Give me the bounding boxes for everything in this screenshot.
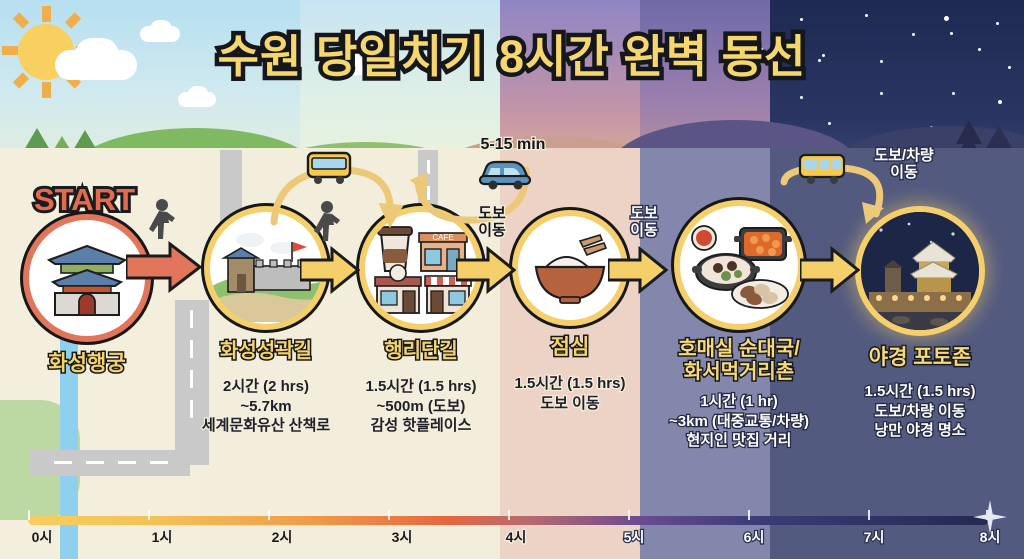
page-title: 수원 당일치기 8시간 완벽 동선 [213, 27, 810, 87]
stop-details: 1.5시간 (1.5 hrs) 도보/차량 이동 낭만 야경 명소 [863, 382, 977, 441]
stop-name: 행리단길 [383, 338, 460, 363]
timeline-tick [508, 510, 510, 520]
timeline-label-5: 5시 [622, 528, 645, 547]
stop-name: 점심 [549, 334, 591, 360]
transit-label-car-time: 5-15 min [479, 135, 547, 155]
map-road-dash [427, 160, 430, 174]
map-river-bend [60, 400, 78, 559]
stop-homaesil-sundaeguk[interactable]: 호매실 순대국/ 화서먹거리촌 1시간 (1 hr) ~3km (대중교통/차량… [648, 206, 830, 451]
map-road-top [220, 150, 242, 230]
timeline-label-4: 4시 [504, 528, 527, 547]
arrow-transit-2 [300, 246, 360, 294]
rice-bowl-icon [534, 234, 608, 304]
stop-details: 1.5시간 (1.5 hrs) ~500m (도보) 감성 핫플레이스 [364, 377, 477, 435]
transit-label-walk-car: 도보/차량 이동 [873, 146, 935, 182]
timeline-label-1: 1시 [150, 528, 173, 547]
transit-label-walk-1: 도보 이동 [477, 204, 507, 240]
stop-icon-circle[interactable] [210, 212, 322, 324]
stop-name: 야경 포토존 [867, 344, 972, 370]
stop-icon-circle[interactable] [518, 216, 622, 320]
night-fortress-photo-icon [861, 212, 979, 330]
palace-gate-icon [46, 244, 128, 316]
timeline-label-3: 3시 [390, 528, 413, 547]
map-road-dash [54, 461, 72, 464]
stop-details: 1.5시간 (1.5 hrs) 도보 이동 [513, 374, 626, 413]
map-road-dash [118, 461, 136, 464]
arrow-transit-1 [126, 240, 202, 294]
timeline-tick [628, 510, 630, 520]
timeline-label-8: 8시 [978, 528, 1001, 547]
map-road-dash [190, 340, 193, 358]
map-road-dash [190, 370, 193, 388]
transit-label-walk-2: 도보 이동 [629, 204, 659, 240]
car-icon [478, 160, 532, 190]
timeline-tick [148, 510, 150, 520]
start-label: START [31, 179, 138, 220]
timeline-tick [748, 510, 750, 520]
stop-details: 2시간 (2 hrs) ~5.7km 세계문화유산 산책로 [201, 377, 332, 435]
stop-night-photo-zone[interactable]: 야경 포토존 1.5시간 (1.5 hrs) 도보/차량 이동 낭만 야경 명소 [840, 212, 1000, 441]
walking-person-icon [149, 199, 175, 239]
korean-stew-icon [682, 210, 796, 320]
fortress-wall-icon [212, 214, 320, 322]
map-road-dash [190, 400, 193, 418]
map-road-dash [427, 186, 430, 200]
curved-arrow-car [410, 166, 530, 224]
timeline-label-2: 2시 [270, 528, 293, 547]
stop-name: 호매실 순대국/ 화서먹거리촌 [677, 336, 802, 384]
bus-icon [306, 151, 352, 184]
timeline-tick [268, 510, 270, 520]
walking-person-icon [314, 201, 340, 241]
arrow-transit-3 [456, 246, 516, 294]
map-road-dash [86, 461, 104, 464]
timeline-label-6: 6시 [742, 528, 765, 547]
arrow-transit-5 [800, 246, 860, 294]
timeline-tick [388, 510, 390, 520]
stop-icon-circle[interactable] [861, 212, 979, 330]
stop-hwaseong-fortress-trail[interactable]: 화성성곽길 2시간 (2 hrs) ~5.7km 세계문화유산 산책로 [193, 212, 339, 436]
timeline-label-7: 7시 [862, 528, 885, 547]
timeline-label-0: 0시 [30, 528, 53, 547]
svg-text:CAFE: CAFE [432, 233, 453, 242]
timeline-tick [28, 510, 30, 520]
stop-details: 1시간 (1 hr) ~3km (대중교통/차량) 현지인 맛집 거리 [668, 392, 811, 451]
bus-icon [798, 153, 846, 184]
stop-name: 화성성곽길 [219, 338, 314, 363]
stop-lunch[interactable]: 점심 1.5시간 (1.5 hrs) 도보 이동 [505, 216, 635, 413]
stop-name: 화성행궁 [47, 350, 127, 376]
map-road-dash [150, 461, 168, 464]
stop-icon-circle[interactable] [680, 206, 798, 324]
timeline-tick [868, 510, 870, 520]
map-road-dash [190, 310, 193, 328]
timeline-bar[interactable] [28, 510, 988, 525]
arrow-transit-4 [608, 246, 668, 294]
stop-haengridangil[interactable]: CAFE 행리단길 1.5시간 (1.5 hrs) ~500m (도보) 감성 … [348, 212, 494, 436]
